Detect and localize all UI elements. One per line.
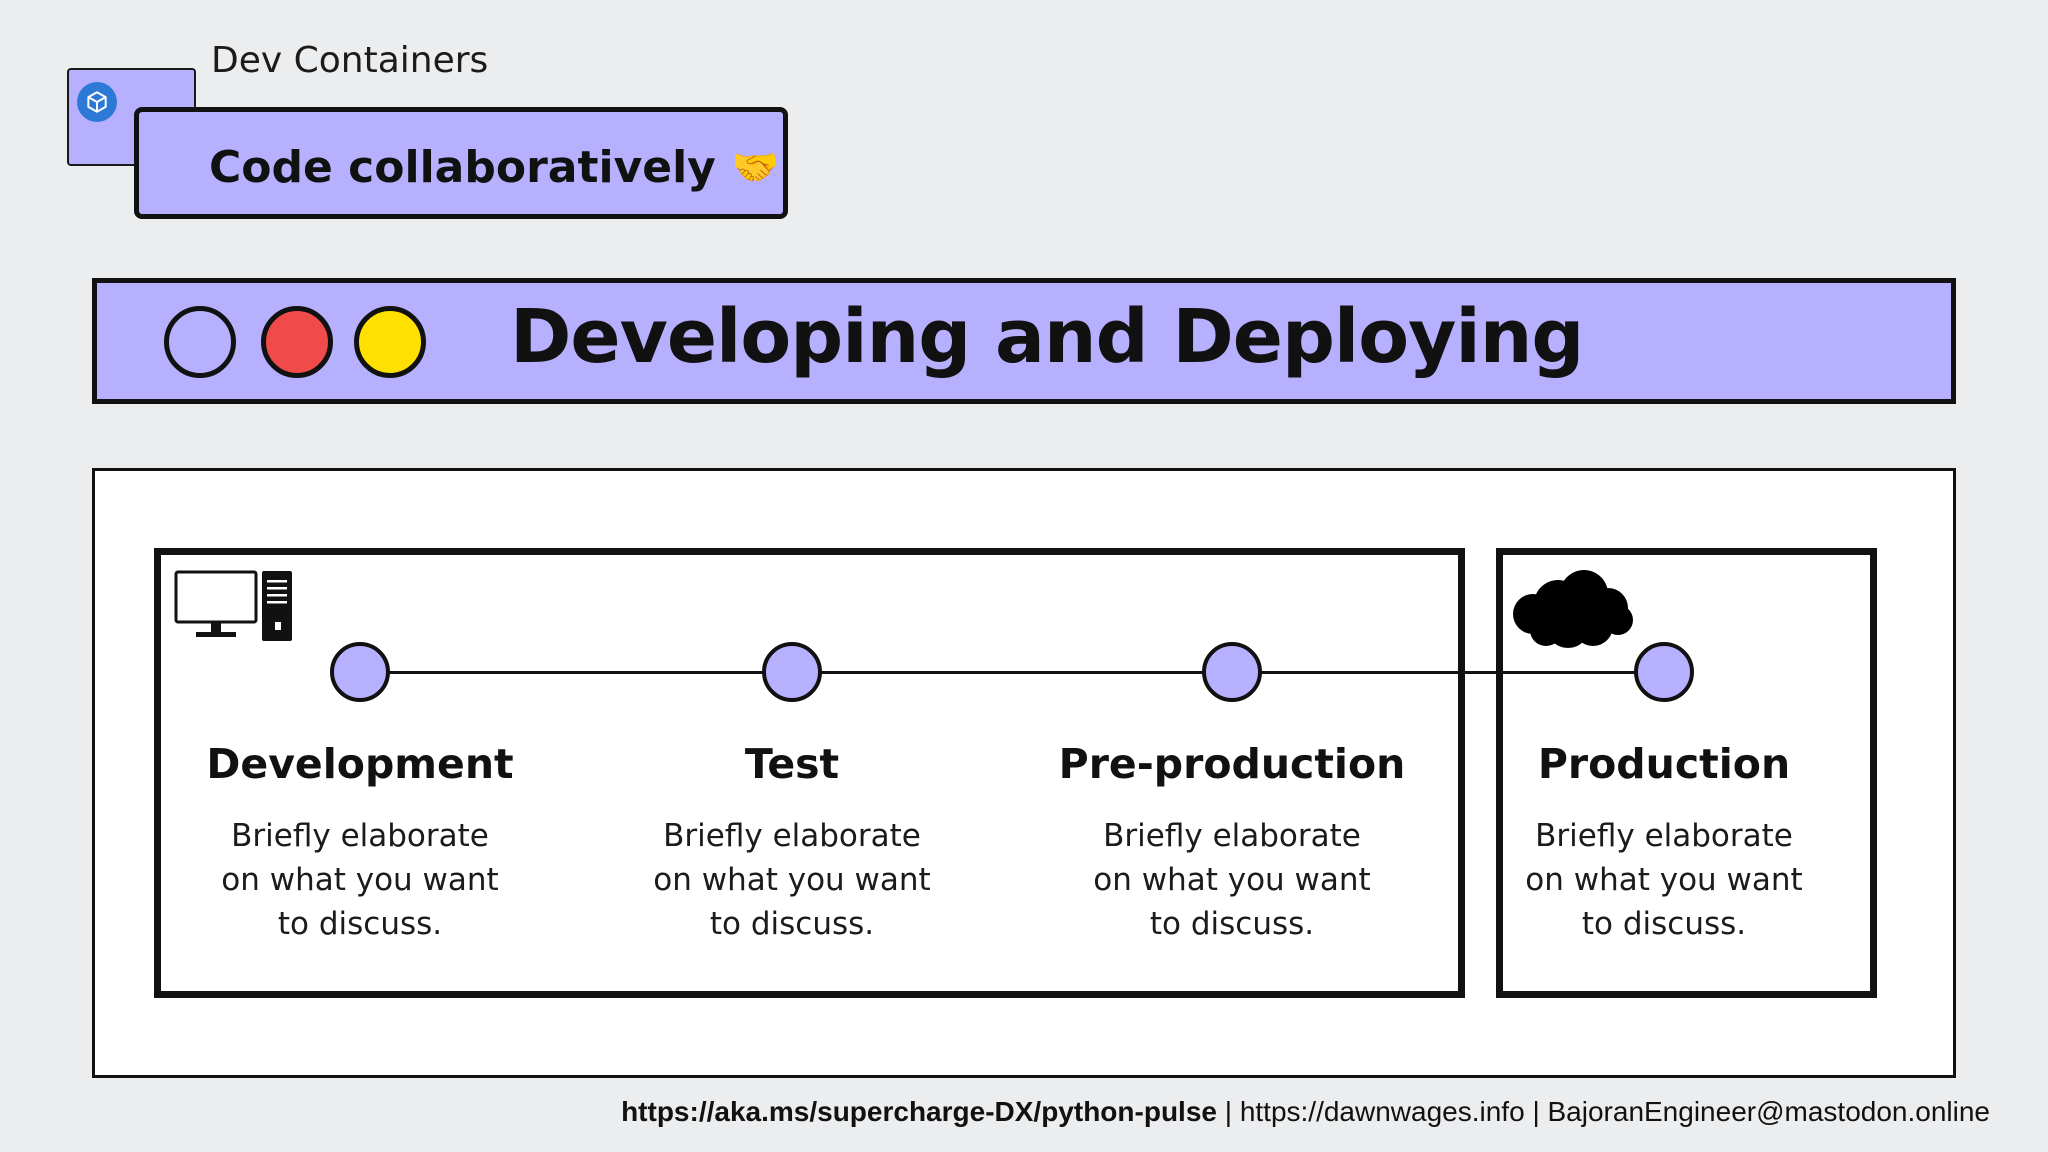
stage-test: Test Briefly elaborate on what you want …: [612, 740, 972, 946]
computer-icon: [174, 570, 292, 641]
footer-social[interactable]: BajoranEngineer@mastodon.online: [1547, 1096, 1991, 1127]
dev-containers-cube-icon: [77, 82, 117, 122]
stage-description: Briefly elaborate on what you want to di…: [653, 818, 931, 942]
kicker-label: Dev Containers: [211, 40, 489, 81]
stage-production: Production Briefly elaborate on what you…: [1484, 740, 1844, 946]
stage-title: Pre-production: [1058, 740, 1406, 788]
stage-node-test: [762, 642, 822, 702]
stage-title: Production: [1537, 740, 1791, 788]
cloud-icon: [1513, 570, 1633, 648]
page-title: Developing and Deploying: [510, 294, 1584, 380]
footer-separator: |: [1224, 1096, 1233, 1127]
handshake-icon: 🤝: [731, 145, 780, 189]
stage-description: Briefly elaborate on what you want to di…: [1525, 818, 1803, 942]
subtitle-text: Code collaboratively: [209, 142, 716, 193]
window-dot-red: [261, 306, 333, 378]
footer-link[interactable]: https://aka.ms/supercharge-DX/python-pul…: [621, 1096, 1217, 1127]
stage-title: Test: [744, 740, 840, 788]
subtitle-box: [134, 107, 788, 219]
stage-pre-production: Pre-production Briefly elaborate on what…: [1052, 740, 1412, 946]
footer-separator: |: [1532, 1096, 1540, 1127]
stage-node-production: [1634, 642, 1694, 702]
stage-description: Briefly elaborate on what you want to di…: [221, 818, 499, 942]
stage-development: Development Briefly elaborate on what yo…: [180, 740, 540, 946]
subtitle: Code collaboratively 🤝: [209, 142, 779, 193]
local-environment-box: [154, 548, 1465, 998]
stage-node-pre-production: [1202, 642, 1262, 702]
footer-credits: https://aka.ms/supercharge-DX/python-pul…: [621, 1096, 1990, 1128]
footer-site[interactable]: https://dawnwages.info: [1239, 1096, 1525, 1127]
stage-description: Briefly elaborate on what you want to di…: [1093, 818, 1371, 942]
window-dot-yellow: [354, 306, 426, 378]
timeline-connector: [360, 671, 1665, 674]
window-dot-purple: [164, 306, 236, 378]
stage-node-development: [330, 642, 390, 702]
stage-title: Development: [206, 740, 514, 788]
